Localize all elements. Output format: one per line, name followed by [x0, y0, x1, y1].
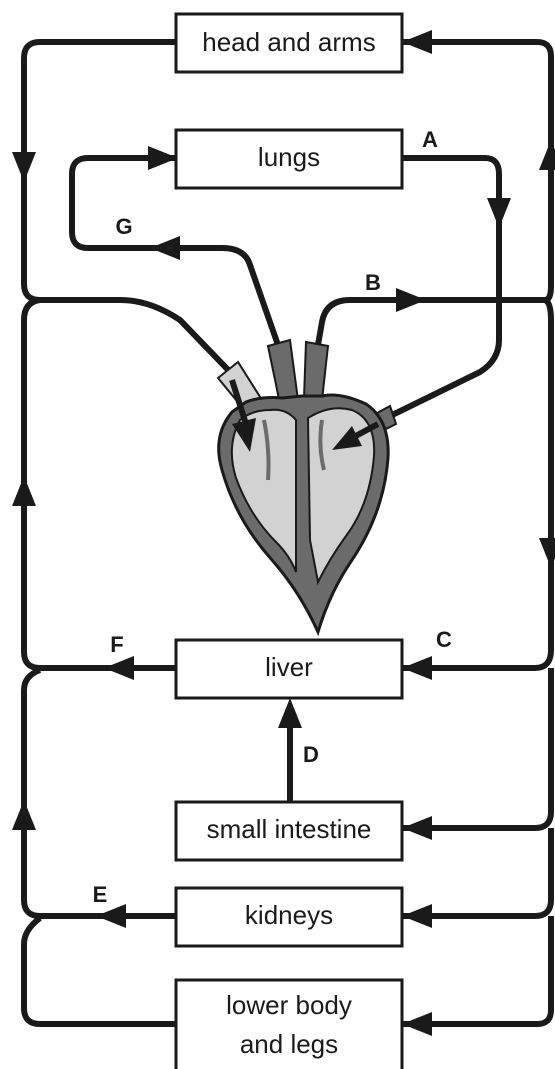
organ-lower-body-label-line2: and legs	[240, 1029, 338, 1059]
vessel-f-hepatic-vein	[24, 300, 178, 668]
vessel-lower-body-return	[24, 918, 178, 1024]
vessel-a-pulmonary-vein	[382, 158, 499, 420]
label-c: C	[436, 627, 452, 652]
arrow-kidneys-in	[402, 904, 432, 928]
arrow-lungs-in	[148, 146, 178, 170]
arrow-g-left	[150, 236, 180, 260]
arrow-e-left	[96, 904, 126, 928]
organ-small-intestine-label: small intestine	[207, 814, 372, 844]
organ-small-intestine: small intestine	[176, 802, 402, 860]
organ-lower-body-and-legs: lower body and legs	[176, 980, 402, 1069]
heart-illustration	[218, 340, 396, 632]
arrow-intestine-in	[402, 816, 432, 840]
label-e: E	[93, 882, 108, 907]
heart-aorta-stub	[304, 342, 328, 400]
arrow-left-down-top	[12, 152, 36, 182]
label-f: F	[110, 632, 123, 657]
arrow-f-left	[104, 656, 134, 680]
arrow-left-up-mid	[12, 476, 36, 506]
arrow-a-down	[487, 198, 511, 228]
organ-liver: liver	[176, 640, 402, 698]
vessel-head-return	[24, 42, 234, 376]
arrow-b-right	[396, 288, 426, 312]
organ-kidneys: kidneys	[176, 888, 402, 946]
vessel-e-renal-vein	[24, 670, 178, 916]
vessel-descending-aorta	[402, 300, 551, 668]
vessel-head-supply	[402, 42, 551, 300]
vessel-to-intestine	[402, 680, 551, 828]
arrow-right-up-top	[539, 140, 555, 170]
arrow-head-arms-in	[402, 30, 432, 54]
vessel-to-kidneys	[402, 828, 551, 916]
vessel-b-aorta	[318, 300, 545, 345]
vessel-to-lower-body	[402, 916, 551, 1024]
organ-liver-label: liver	[265, 652, 313, 682]
arrow-right-down-mid	[539, 538, 555, 568]
organ-lungs-label: lungs	[258, 142, 320, 172]
label-b: B	[365, 270, 381, 295]
organ-head-and-arms-label: head and arms	[202, 27, 375, 57]
label-d: D	[303, 742, 319, 767]
organ-kidneys-label: kidneys	[245, 900, 333, 930]
label-a: A	[422, 127, 438, 152]
arrow-c-liver-in	[402, 656, 432, 680]
organ-lungs: lungs	[176, 130, 402, 188]
arrow-d-up	[278, 698, 302, 728]
arrow-left-up-low	[12, 800, 36, 830]
arrow-lower-body-in	[402, 1012, 432, 1036]
label-g: G	[115, 214, 132, 239]
organ-lower-body-label-line1: lower body	[226, 990, 352, 1020]
organ-head-and-arms: head and arms	[176, 14, 402, 72]
heart-pulmonary-artery-stub	[268, 340, 298, 404]
